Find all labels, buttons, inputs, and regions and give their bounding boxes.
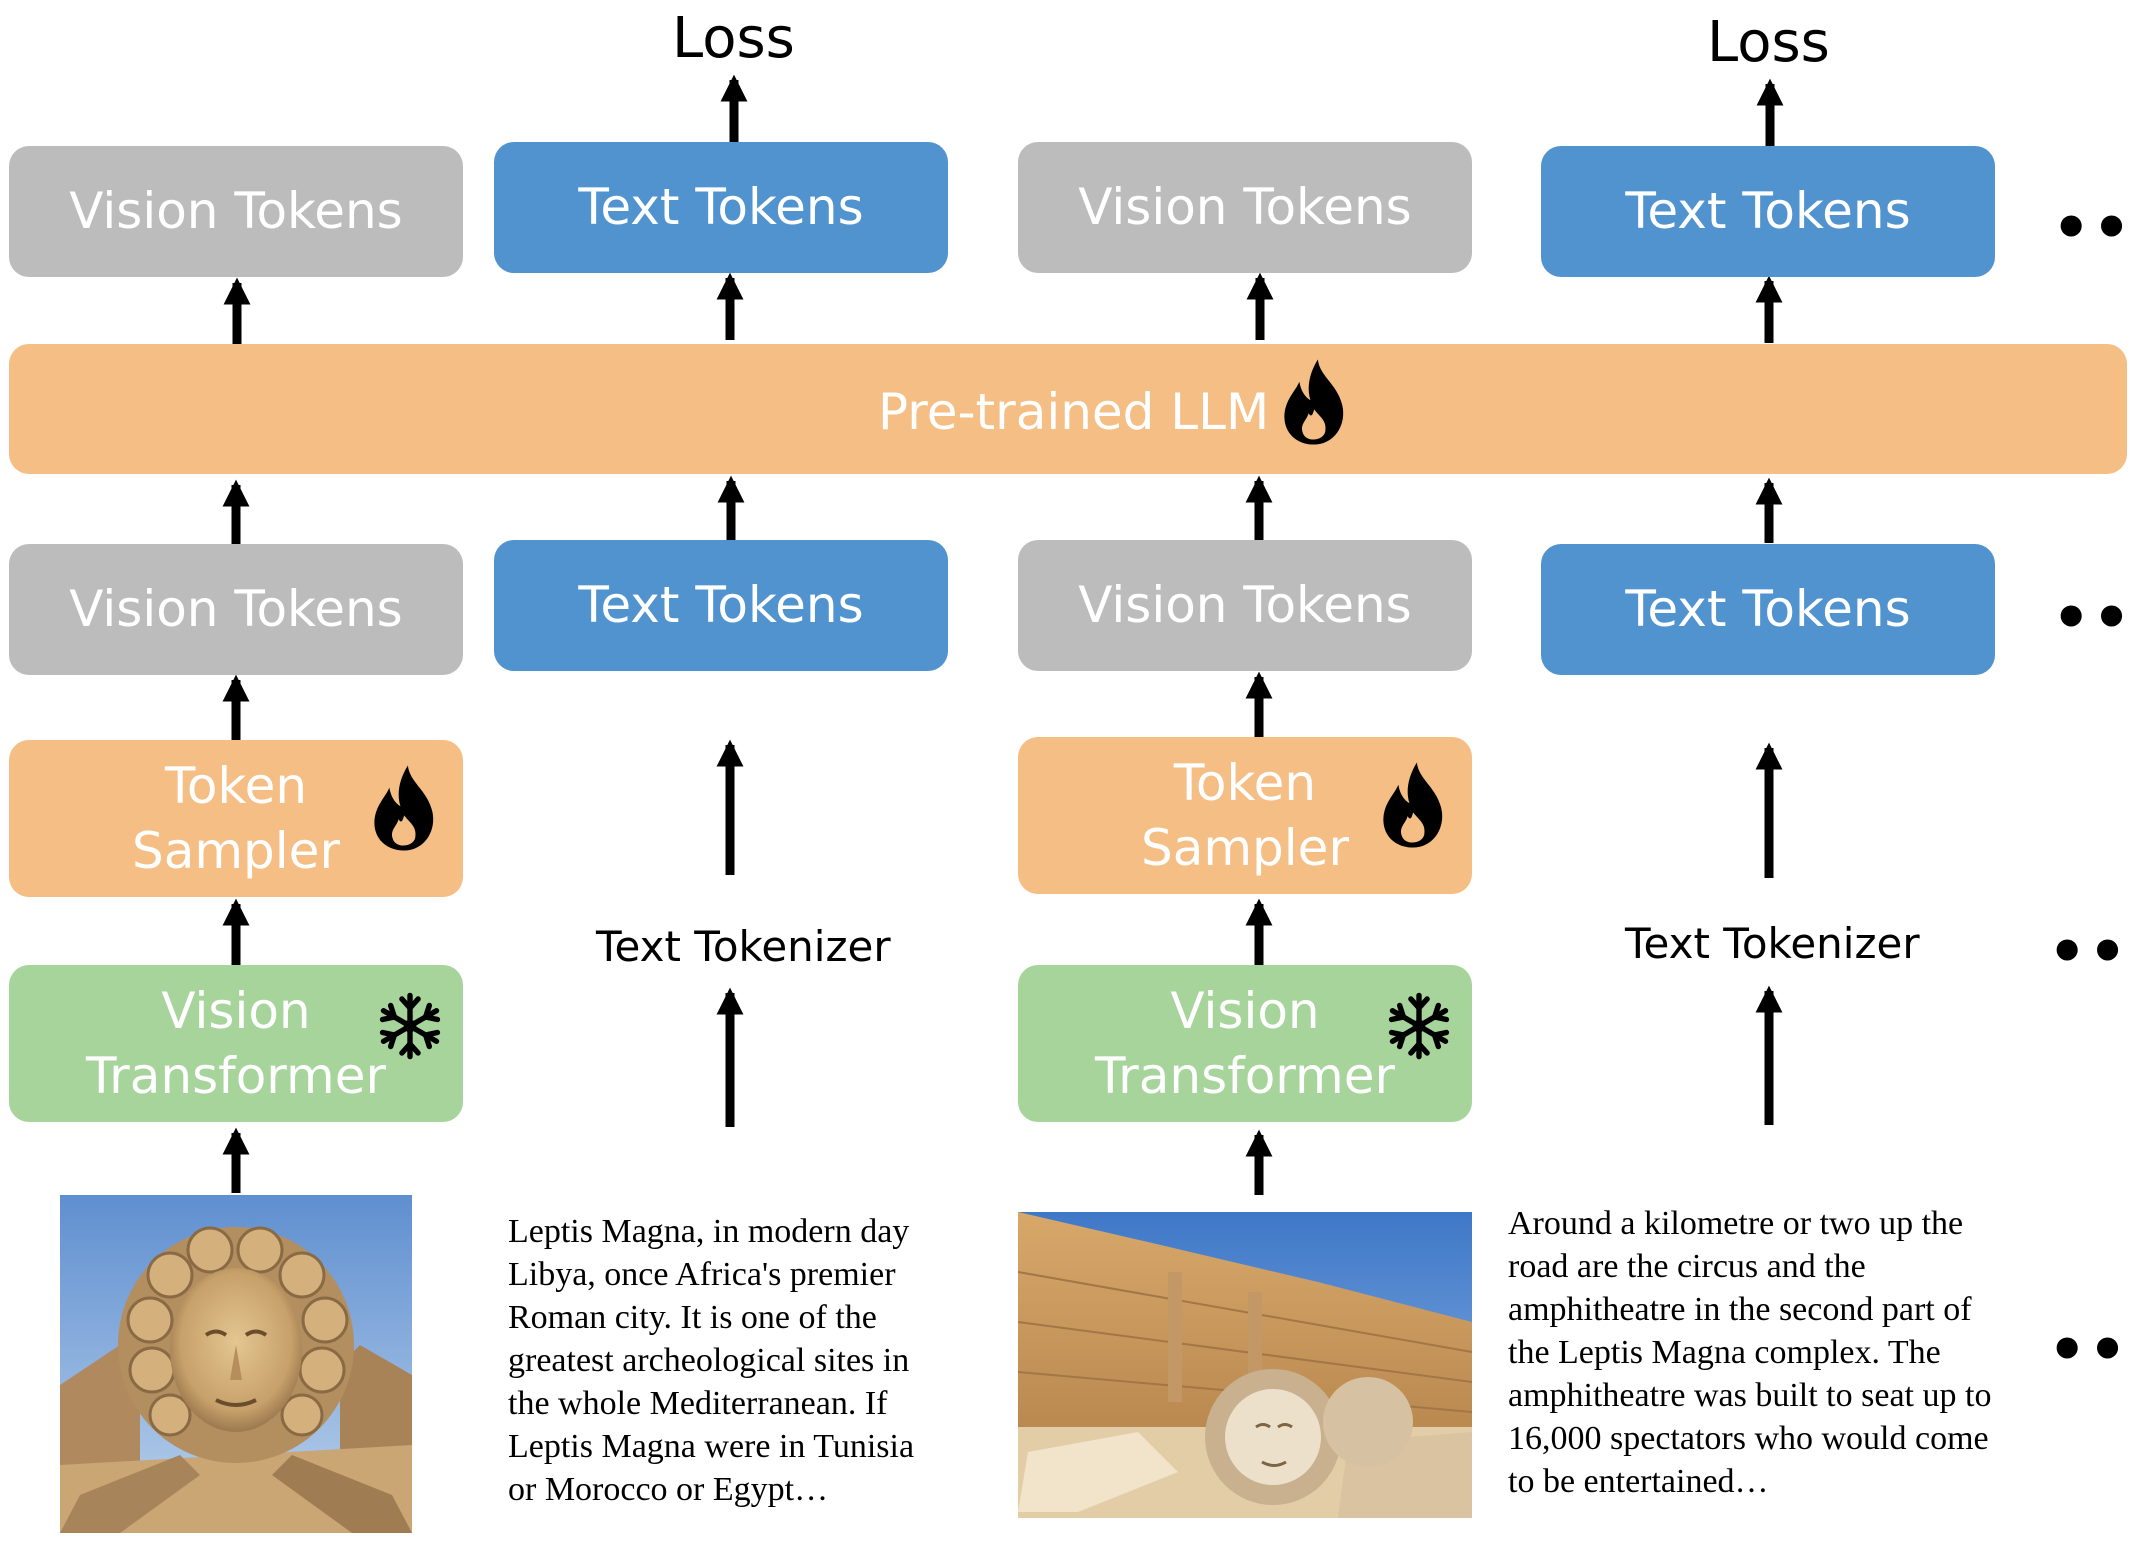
snowflake-icon <box>379 992 441 1060</box>
text-tokenizer-2: Text Tokenizer <box>1625 919 1920 968</box>
token-sampler-1: Token Sampler <box>9 740 463 897</box>
snowflake-icon <box>1388 992 1450 1060</box>
ellipsis-row-input: ••• <box>2052 583 2137 653</box>
ellipsis-row-tokenizer: ••• <box>2048 917 2137 987</box>
loss-label-1: Loss <box>672 6 795 71</box>
fire-icon <box>1284 359 1344 445</box>
text-line: to be entertained… <box>1508 1463 1769 1500</box>
medusa-relief-photo-1 <box>60 1195 412 1533</box>
vision-transformer-line2: Transformer <box>1094 1046 1396 1105</box>
text-tokens-label: Text Tokens <box>1625 182 1911 240</box>
text-passage-1: Leptis Magna, in modern day Libya, once … <box>508 1210 914 1511</box>
fire-icon <box>1383 762 1443 848</box>
vision-transformer-line1: Vision <box>1170 981 1320 1040</box>
ellipsis-row-output: ••• <box>2052 193 2137 263</box>
text-tokenizer-1: Text Tokenizer <box>596 922 891 971</box>
vision-transformer-1: Vision Transformer <box>9 965 463 1122</box>
token-sampler-line1: Token <box>1173 753 1317 812</box>
text-passage-2: Around a kilometre or two up the road ar… <box>1508 1202 1991 1503</box>
text-line: Leptis Magna, in modern day <box>508 1213 910 1250</box>
text-line: Leptis Magna were in Tunisia <box>508 1428 915 1465</box>
text-tokens-input-1: Text Tokens <box>494 540 948 671</box>
vision-transformer-2: Vision Transformer <box>1018 965 1472 1122</box>
loss-label-2: Loss <box>1707 10 1830 75</box>
ruins-photo-2 <box>1018 1212 1472 1518</box>
pretrained-llm-block: Pre-trained LLM <box>9 344 2127 474</box>
vision-tokens-output-2: Vision Tokens <box>1018 142 1472 273</box>
llm-label: Pre-trained LLM <box>878 383 1270 441</box>
vision-transformer-line2: Transformer <box>85 1046 387 1105</box>
vision-tokens-label: Vision Tokens <box>1078 576 1412 634</box>
vision-tokens-input-1: Vision Tokens <box>9 544 463 675</box>
text-line: 16,000 spectators who would come <box>1508 1420 1989 1457</box>
fire-icon <box>374 765 434 851</box>
vision-tokens-label: Vision Tokens <box>1078 178 1412 236</box>
vision-transformer-line1: Vision <box>161 981 311 1040</box>
text-line: Roman city. It is one of the <box>508 1299 877 1336</box>
text-line: road are the circus and the <box>1508 1248 1866 1285</box>
text-line: Around a kilometre or two up the <box>1508 1205 1964 1242</box>
text-line: amphitheatre in the second part of <box>1508 1291 1972 1328</box>
text-line: or Morocco or Egypt… <box>508 1471 829 1508</box>
ellipsis-row-input-data: ••• <box>2048 1315 2137 1385</box>
vision-tokens-label: Vision Tokens <box>69 182 403 240</box>
text-tokens-label: Text Tokens <box>578 576 864 634</box>
text-line: Libya, once Africa's premier <box>508 1256 896 1293</box>
text-line: the Leptis Magna complex. The <box>1508 1334 1941 1371</box>
vision-tokens-label: Vision Tokens <box>69 580 403 638</box>
text-tokens-input-2: Text Tokens <box>1541 544 1995 675</box>
text-tokens-label: Text Tokens <box>1625 580 1911 638</box>
text-line: amphitheatre was built to seat up to <box>1508 1377 1992 1414</box>
text-tokens-output-1: Text Tokens <box>494 142 948 273</box>
token-sampler-line2: Sampler <box>131 821 341 880</box>
vision-tokens-output-1: Vision Tokens <box>9 146 463 277</box>
text-line: the whole Mediterranean. If <box>508 1385 888 1422</box>
text-tokens-output-2: Text Tokens <box>1541 146 1995 277</box>
token-sampler-2: Token Sampler <box>1018 737 1472 894</box>
vision-tokens-input-2: Vision Tokens <box>1018 540 1472 671</box>
text-tokens-label: Text Tokens <box>578 178 864 236</box>
text-line: greatest archeological sites in <box>508 1342 910 1379</box>
token-sampler-line2: Sampler <box>1140 818 1350 877</box>
token-sampler-line1: Token <box>164 756 308 815</box>
